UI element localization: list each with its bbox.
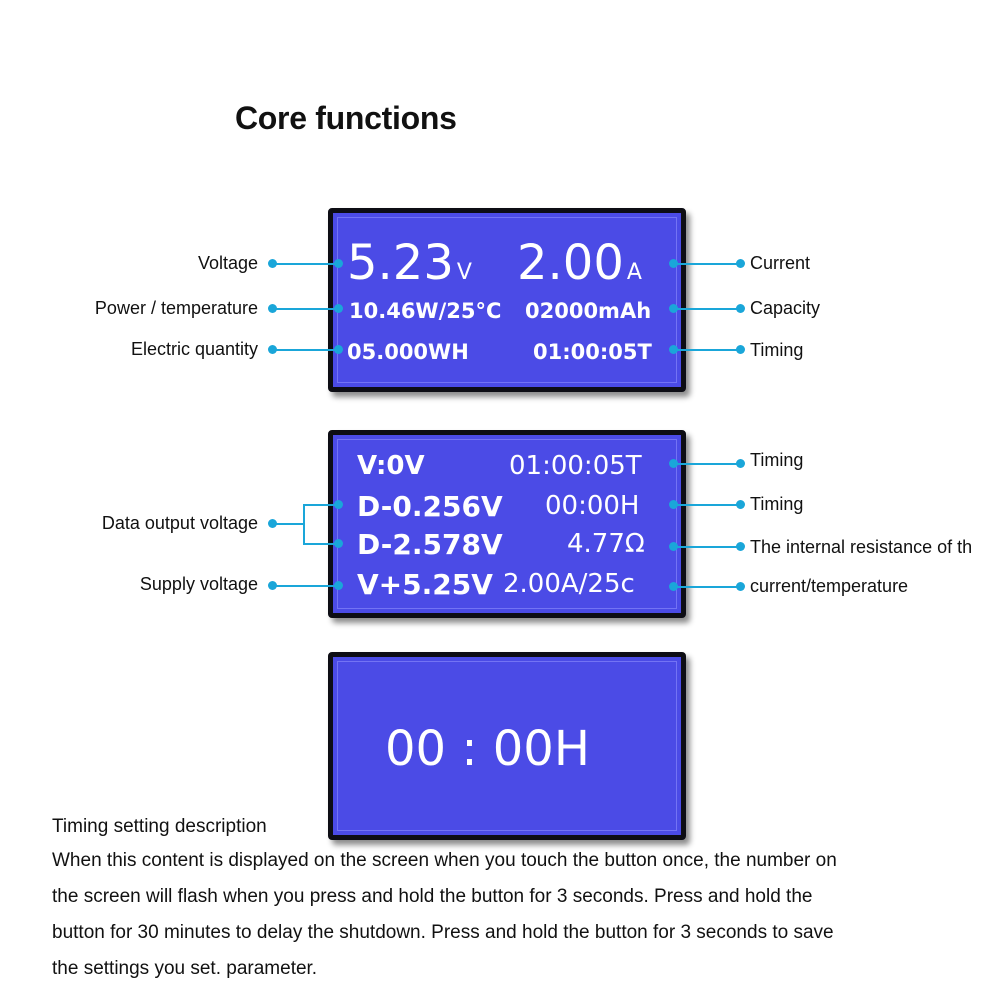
connector-dot [669, 345, 678, 354]
connector-dot [268, 259, 277, 268]
connector-dot [736, 542, 745, 551]
description-line: When this content is displayed on the sc… [52, 850, 837, 871]
d-plus-readout: D-2.578V [357, 528, 503, 561]
connector-dot [268, 581, 277, 590]
connector-line [303, 543, 338, 545]
page-title: Core functions [235, 100, 457, 136]
connector-dot [268, 304, 277, 313]
timer-readout: 00 : 00H [385, 721, 590, 777]
connector-dot [736, 500, 745, 509]
label-internal-resistance: The internal resistance of th [750, 537, 973, 557]
connector-dot [334, 259, 343, 268]
connector-dot [334, 539, 343, 548]
connector-dot [736, 345, 745, 354]
connector-line [272, 523, 304, 525]
timing-readout: 01:00:05T [533, 340, 652, 364]
electric-quantity-readout: 05.000WH [347, 340, 469, 364]
connector-line [272, 308, 338, 310]
timing2-readout: 00:00H [545, 491, 640, 521]
connector-line [272, 585, 338, 587]
label-voltage: Voltage [197, 253, 258, 273]
resistance-readout: 4.77Ω [567, 529, 645, 559]
label-timing-1: Timing [750, 450, 804, 470]
capacity-readout: 02000mAh [525, 299, 652, 323]
description-line: the settings you set. parameter. [52, 958, 318, 979]
power-temperature-readout: 10.46W/25°C [349, 299, 502, 323]
label-supply-voltage: Supply voltage [139, 574, 258, 594]
connector-bracket [303, 504, 305, 544]
label-timing: Timing [750, 340, 804, 360]
label-electric-quantity: Electric quantity [130, 339, 258, 359]
lcd-screen-usb: V:0V 01:00:05T D-0.256V 00:00H D-2.578V … [328, 430, 686, 618]
d-minus-readout: D-0.256V [357, 490, 503, 523]
description-heading: Timing setting description [52, 816, 267, 837]
connector-line [673, 546, 741, 548]
connector-line [272, 263, 338, 265]
label-current-temperature: current/temperature [750, 576, 909, 596]
connector-dot [669, 500, 678, 509]
connector-dot [334, 581, 343, 590]
v-plus-readout: V+5.25V [357, 568, 493, 601]
connector-dot [268, 345, 277, 354]
connector-dot [334, 500, 343, 509]
voltage-unit: V [456, 260, 472, 285]
label-timing-2: Timing [750, 494, 804, 514]
connector-dot [334, 304, 343, 313]
connector-dot [268, 519, 277, 528]
connector-dot [736, 259, 745, 268]
current-temperature-readout: 2.00A/25c [503, 569, 635, 599]
connector-dot [736, 459, 745, 468]
connector-dot [669, 459, 678, 468]
connector-line [673, 349, 741, 351]
lcd-screen-timer: 00 : 00H [328, 652, 686, 840]
connector-line [673, 308, 741, 310]
description-line: the screen will flash when you press and… [52, 886, 813, 907]
connector-dot [736, 304, 745, 313]
connector-dot [669, 542, 678, 551]
label-data-output-voltage: Data output voltage [101, 513, 258, 533]
connector-line [673, 263, 741, 265]
connector-line [673, 463, 741, 465]
v0-readout: V:0V [357, 451, 425, 481]
voltage-value: 5.23 [347, 235, 454, 291]
connector-dot [669, 582, 678, 591]
connector-dot [334, 345, 343, 354]
connector-line [303, 504, 338, 506]
current-unit: A [626, 260, 642, 285]
connector-line [272, 349, 338, 351]
connector-line [673, 504, 741, 506]
connector-dot [736, 582, 745, 591]
connector-line [673, 586, 741, 588]
label-current: Current [750, 253, 811, 273]
connector-dot [669, 304, 678, 313]
label-capacity: Capacity [750, 298, 821, 318]
timing1-readout: 01:00:05T [509, 451, 642, 481]
current-value: 2.00 [517, 235, 624, 291]
connector-dot [669, 259, 678, 268]
label-power-temperature: Power / temperature [94, 298, 258, 318]
description-line: button for 30 minutes to delay the shutd… [52, 922, 834, 943]
